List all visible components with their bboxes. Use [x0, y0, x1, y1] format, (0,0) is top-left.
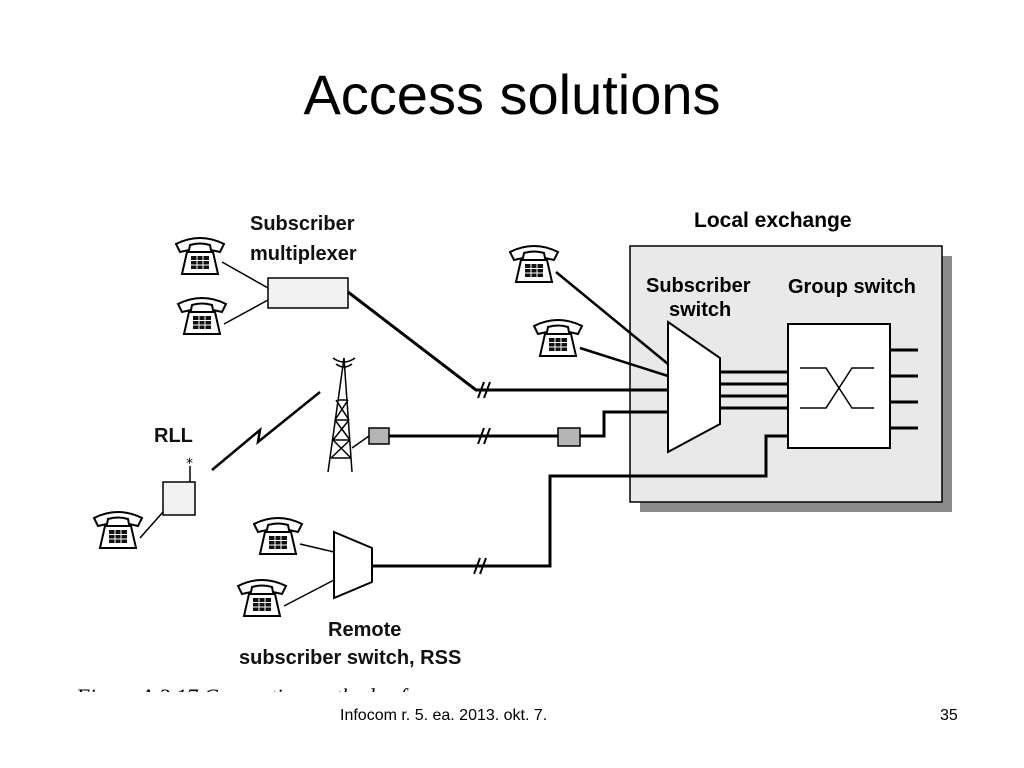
- caption-clip: Figure A.3.17 Connection methods of ...: [75, 684, 428, 700]
- subscriber-multiplexer-label-2: multiplexer: [250, 243, 357, 265]
- rss-label-2: subscriber switch, RSS: [239, 647, 461, 669]
- break-mark-3: [473, 557, 487, 575]
- slide-title: Access solutions: [303, 63, 721, 126]
- radio-tower: [327, 357, 356, 473]
- rll-terminal: [162, 481, 196, 516]
- mux-phone-1: [175, 237, 225, 275]
- mux-trunk: [347, 290, 668, 392]
- group-switch: [787, 323, 891, 449]
- subscriber-switch: [667, 320, 721, 454]
- exchange-phone-1: [509, 245, 559, 283]
- subscriber-multiplexer: [267, 277, 349, 309]
- radio-link-bolt: [211, 391, 321, 471]
- mux-phone-2: [177, 297, 227, 335]
- access-network-diagram: Local exchange Subscriber switch Group s…: [75, 209, 952, 700]
- subscriber-switch-label-1: Subscriber: [646, 275, 751, 297]
- group-switch-crossing-2: [800, 367, 874, 409]
- rll-phone: [93, 511, 143, 549]
- page-number: 35: [940, 707, 958, 724]
- figure-caption: Figure A.3.17 Connection methods of ...: [75, 684, 428, 700]
- rss-label-1: Remote: [328, 619, 401, 641]
- rss-trunk: [372, 434, 788, 568]
- rll-trunk: [580, 410, 668, 438]
- rll-label: RLL: [154, 425, 193, 447]
- break-mark-2: [477, 427, 491, 445]
- local-exchange-label: Local exchange: [694, 209, 852, 232]
- group-switch-label: Group switch: [788, 276, 916, 298]
- subscriber-switch-label-2: switch: [669, 299, 731, 321]
- break-mark-1: [477, 381, 491, 399]
- exchange-phone-2: [533, 319, 583, 357]
- footer-text: Infocom r. 5. ea. 2013. okt. 7.: [340, 707, 548, 724]
- remote-subscriber-switch: [333, 530, 373, 600]
- rss-phone-2: [237, 579, 287, 617]
- rll-exchange-node: [557, 427, 581, 447]
- rll-base-node: [368, 427, 390, 445]
- subscriber-multiplexer-label-1: Subscriber: [250, 213, 355, 235]
- rss-phone-1: [253, 517, 303, 555]
- antenna-mark: *: [186, 456, 193, 472]
